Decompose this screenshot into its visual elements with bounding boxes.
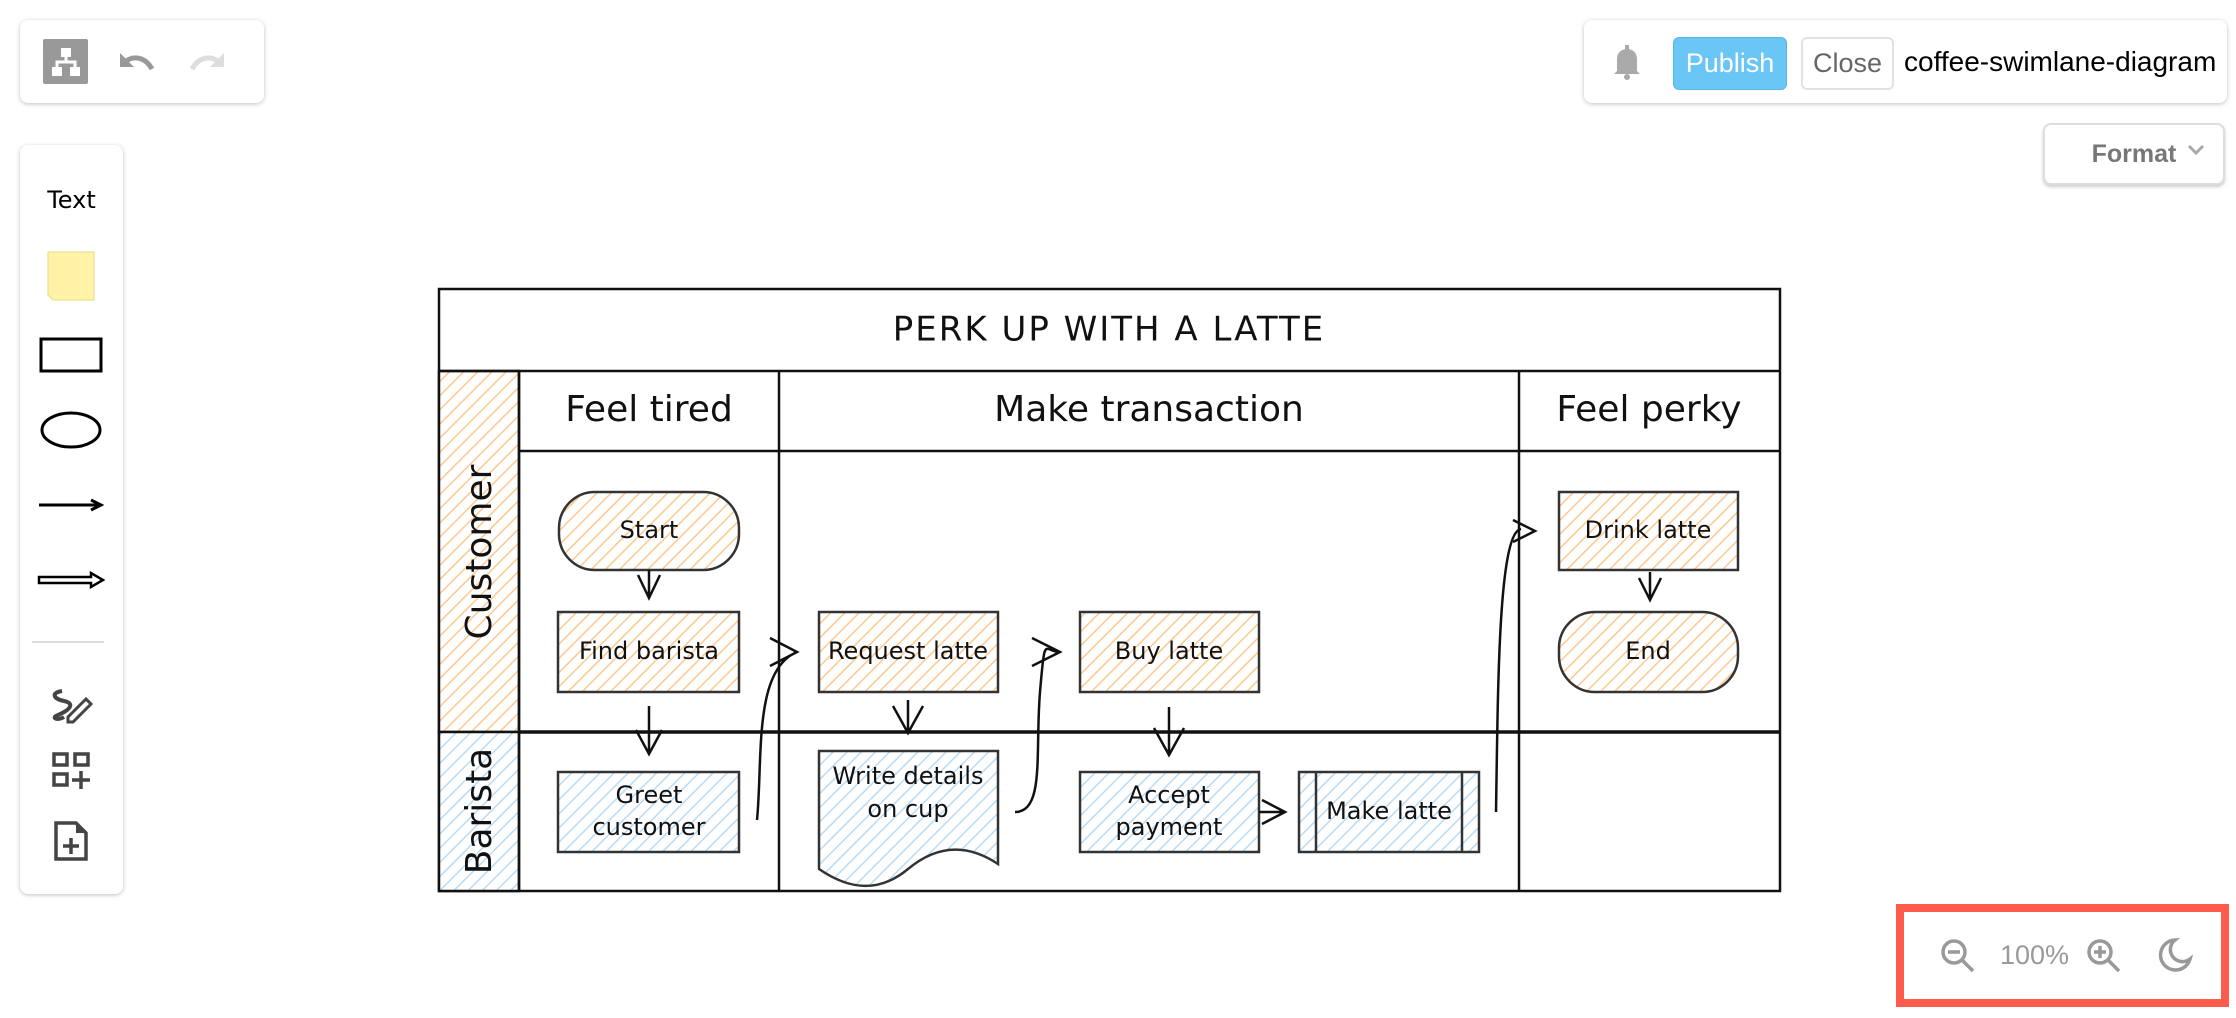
ellipse-icon	[40, 411, 102, 449]
chevron-down-icon	[2187, 135, 2205, 164]
freehand-pen-icon	[52, 689, 94, 724]
connector-make-drink[interactable]	[1494, 518, 1538, 813]
undo-icon[interactable]	[112, 40, 156, 84]
publish-button[interactable]: Publish	[1673, 37, 1787, 90]
node-drink-latte-label: Drink latte	[1585, 516, 1712, 544]
close-button[interactable]: Close	[1801, 37, 1894, 90]
tools-divider	[32, 641, 104, 643]
phase-make-transaction[interactable]: Make transaction	[994, 389, 1304, 430]
arrow-tool[interactable]	[36, 568, 106, 592]
node-accept-payment-label: Accept	[1128, 781, 1210, 809]
node-find-barista-label: Find barista	[579, 637, 719, 665]
diagram-logo-icon[interactable]	[43, 39, 88, 84]
node-greet-customer-label: customer	[592, 813, 705, 841]
node-buy-latte-label: Buy latte	[1115, 637, 1223, 665]
connector-greet-request[interactable]	[755, 636, 800, 821]
freehand-tool[interactable]	[46, 683, 96, 727]
node-drink-latte[interactable]	[1557, 490, 1740, 572]
node-find-barista[interactable]	[556, 610, 741, 694]
connector-find-greet[interactable]	[634, 706, 664, 757]
diagram-title[interactable]: PERK UP WITH A LATTE	[893, 310, 1326, 350]
lane-barista-header[interactable]	[437, 730, 521, 893]
connector-drink-end[interactable]	[1637, 572, 1663, 603]
line-arrow-icon	[39, 498, 105, 512]
zoom-in-icon[interactable]	[2084, 936, 2124, 976]
node-end-label: End	[1625, 637, 1671, 665]
lane-label-customer: Customer	[459, 464, 500, 639]
node-accept-payment-label: payment	[1116, 813, 1223, 841]
notification-bell-icon[interactable]	[1610, 40, 1644, 84]
zoom-level[interactable]: 100%	[2000, 940, 2070, 970]
node-write-details[interactable]	[817, 749, 1000, 888]
connector-write-buy[interactable]	[1014, 636, 1063, 814]
ellipse-tool[interactable]	[38, 409, 104, 451]
format-dropdown[interactable]: Format	[2043, 123, 2225, 185]
block-arrow-icon	[37, 570, 105, 590]
line-tool[interactable]	[36, 493, 106, 517]
dark-mode-moon-icon[interactable]	[2154, 936, 2194, 976]
rectangle-tool[interactable]	[38, 335, 104, 375]
node-greet-customer[interactable]	[556, 770, 741, 854]
rectangle-icon	[39, 337, 103, 373]
tools-panel: Text	[20, 145, 123, 894]
format-label: Format	[2091, 139, 2177, 168]
node-request-latte[interactable]	[817, 610, 1000, 694]
node-make-latte[interactable]	[1297, 770, 1481, 854]
node-buy-latte[interactable]	[1078, 610, 1261, 694]
node-make-latte-label: Make latte	[1326, 797, 1452, 825]
phase-feel-perky[interactable]: Feel perky	[1556, 389, 1741, 430]
text-tool[interactable]: Text	[47, 186, 96, 214]
add-shapes-tool[interactable]	[46, 749, 96, 793]
redo-icon[interactable]	[188, 40, 232, 84]
node-end[interactable]	[1557, 610, 1740, 694]
node-greet-customer-label: Greet	[616, 781, 683, 809]
node-request-latte-label: Request latte	[828, 637, 988, 665]
main-toolbar	[20, 20, 264, 103]
add-page-tool[interactable]	[46, 818, 96, 864]
sticky-note-icon	[47, 251, 95, 301]
phase-feel-tired[interactable]: Feel tired	[565, 389, 733, 430]
document-header: Publish Close coffee-swimlane-diagram	[1584, 20, 2227, 103]
add-shapes-icon	[52, 752, 90, 789]
zoom-controls: 100%	[1896, 904, 2229, 1007]
lane-label-barista: Barista	[459, 748, 500, 875]
zoom-out-icon[interactable]	[1938, 936, 1978, 976]
document-title[interactable]: coffee-swimlane-diagram	[1904, 45, 2217, 77]
add-page-icon	[54, 821, 88, 861]
node-write-details-label: on cup	[867, 795, 948, 823]
connector-buy-accept[interactable]	[1152, 707, 1186, 758]
connector-start-find[interactable]	[636, 570, 662, 601]
node-write-details-label: Write details	[833, 762, 984, 790]
connector-request-write[interactable]	[891, 700, 925, 736]
connector-accept-make[interactable]	[1259, 798, 1288, 826]
sticky-note-tool[interactable]	[46, 250, 96, 302]
node-start-label: Start	[620, 516, 679, 544]
